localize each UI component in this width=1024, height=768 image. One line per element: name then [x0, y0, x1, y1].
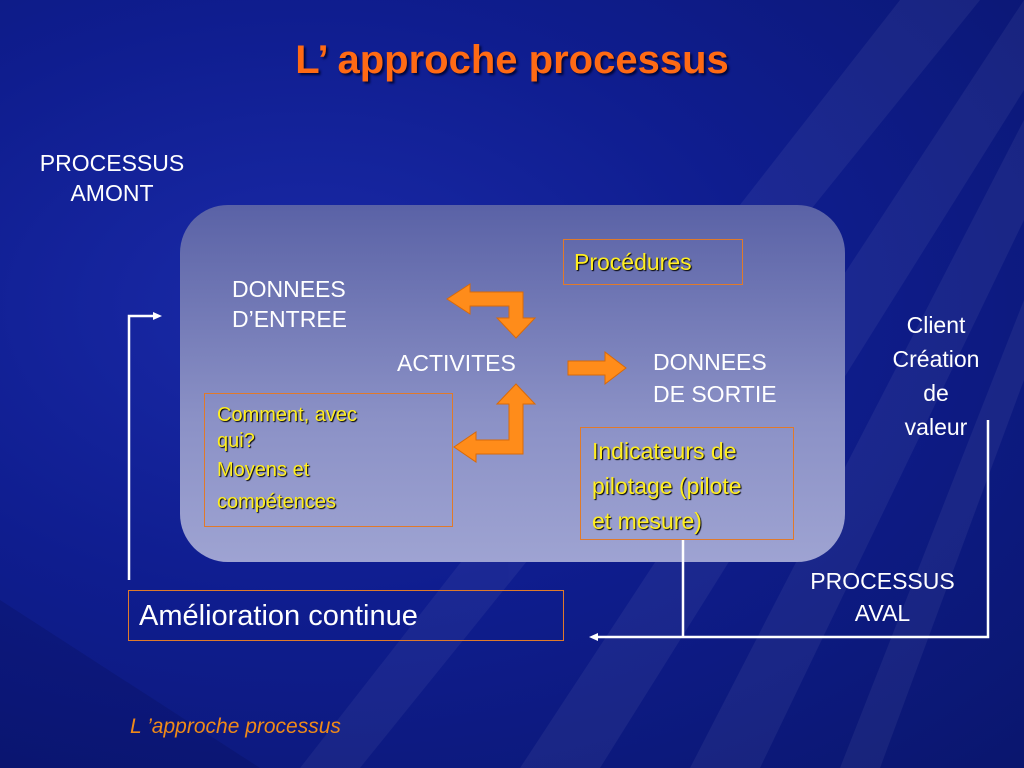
indicators-box: Indicateurs de pilotage (pilote et mesur…: [580, 427, 794, 540]
downstream-process-label: PROCESSUS AVAL: [800, 565, 965, 629]
resources-line-2: qui?: [217, 430, 255, 452]
upstream-process-label: PROCESSUS AMONT: [32, 148, 192, 208]
upstream-line-1: PROCESSUS: [39, 150, 185, 176]
continuous-improvement-box: Amélioration continue: [128, 590, 564, 641]
process-panel: [180, 205, 845, 562]
resources-line-1: Comment, avec: [217, 404, 358, 426]
procedures-label: Procédures: [574, 249, 692, 275]
output-line-1: DONNEES: [653, 349, 767, 375]
slide-caption: L ’approche processus: [130, 715, 341, 738]
resources-text: Comment, avec qui? Moyens et compétences: [217, 402, 357, 518]
indicators-text: Indicateurs de pilotage (pilote et mesur…: [592, 434, 742, 539]
client-line-1: Client: [906, 312, 966, 338]
continuous-improvement-label: Amélioration continue: [139, 600, 418, 632]
client-return-arrowhead: [589, 633, 598, 641]
indicators-line-2: pilotage (pilote: [592, 473, 742, 499]
input-data-label: DONNEES D’ENTREE: [232, 274, 347, 334]
client-label: Client Création de valeur: [876, 308, 996, 444]
procedures-feed-arrow: [446, 283, 537, 339]
input-line-2: D’ENTREE: [232, 306, 348, 332]
output-line-2: DE SORTIE: [653, 381, 777, 407]
indicators-line-1: Indicateurs de: [592, 438, 737, 464]
output-data-label: DONNEES DE SORTIE: [653, 346, 777, 410]
client-line-4: valeur: [904, 414, 968, 440]
resources-feed-arrow: [453, 383, 537, 463]
downstream-line-2: AVAL: [854, 600, 911, 626]
client-line-2: Création: [892, 346, 980, 372]
indicators-line-3: et mesure): [592, 508, 702, 534]
activities-to-outputs-arrow: [567, 350, 627, 386]
resources-box: Comment, avec qui? Moyens et compétences: [204, 393, 453, 527]
client-line-3: de: [923, 380, 949, 406]
input-line-1: DONNEES: [232, 276, 346, 302]
resources-line-4: compétences: [217, 491, 336, 513]
client-return-line: [596, 420, 990, 639]
feedback-arrowhead-left: [153, 312, 162, 320]
procedures-box: Procédures: [563, 239, 743, 285]
upstream-line-2: AMONT: [70, 180, 154, 206]
downstream-line-1: PROCESSUS: [810, 568, 955, 594]
slide-title: L’ approche processus: [295, 38, 729, 82]
activities-label: ACTIVITES: [397, 350, 516, 376]
resources-line-3: Moyens et: [217, 459, 310, 481]
feedback-line-left: [127, 314, 158, 580]
